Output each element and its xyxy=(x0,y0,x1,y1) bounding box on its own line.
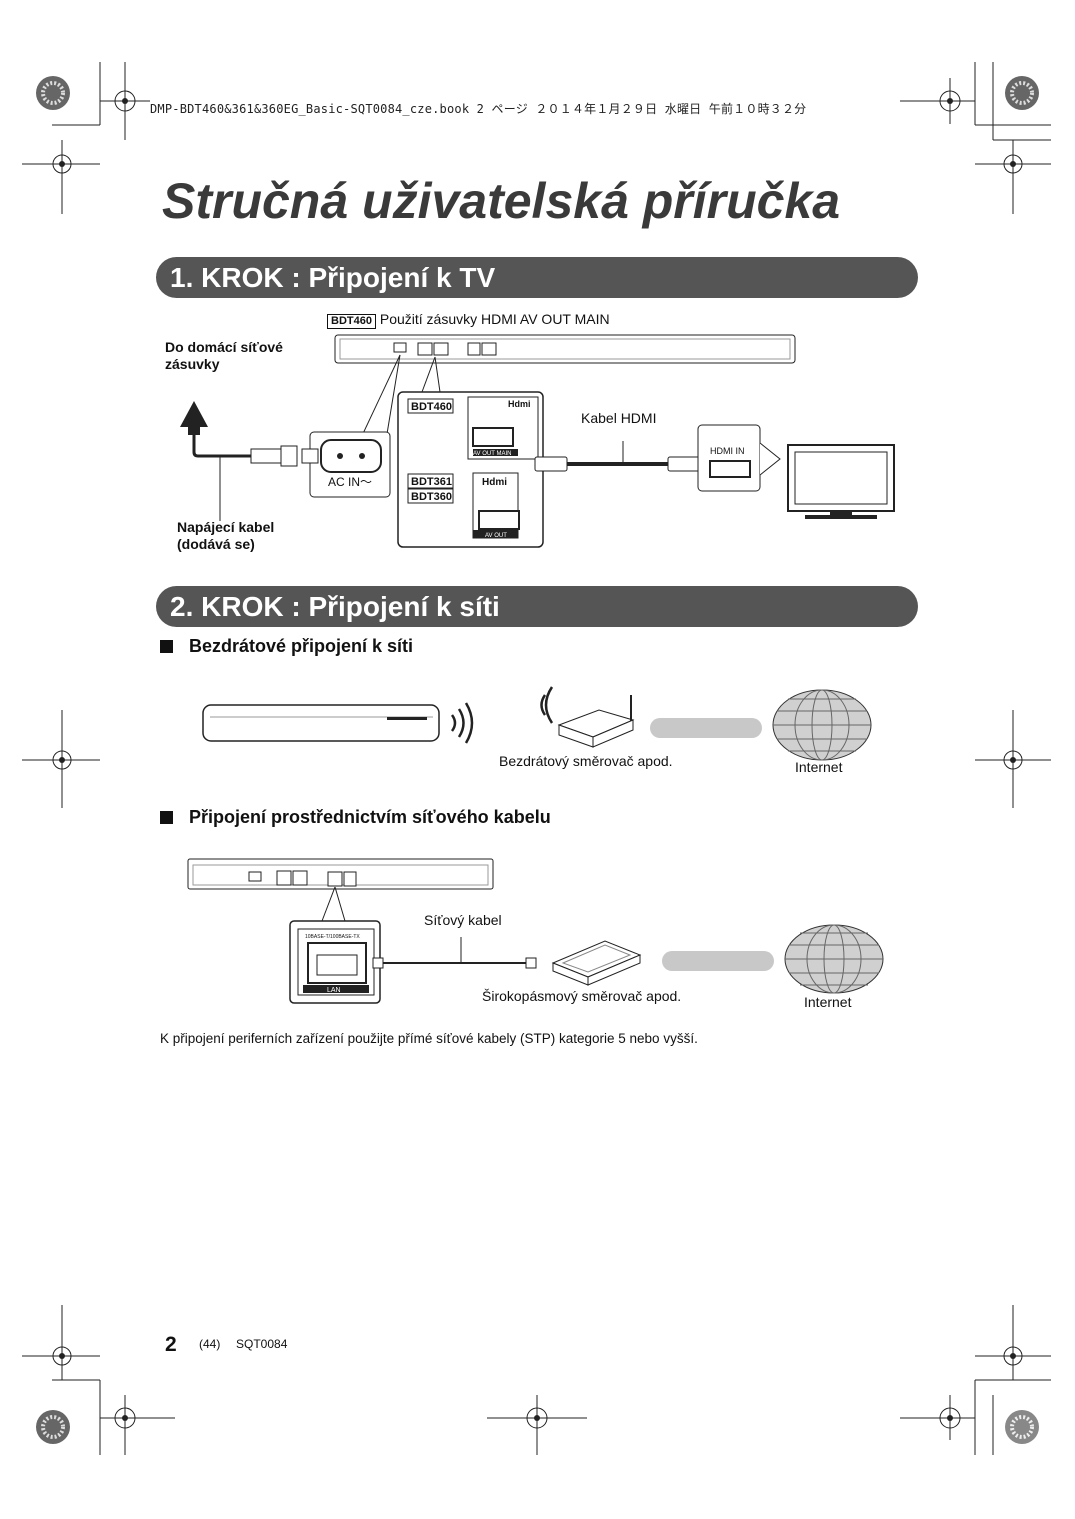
lan-label: LAN xyxy=(327,987,341,994)
player-icon xyxy=(202,704,440,742)
wireless-router-icon xyxy=(540,686,635,748)
connection-pill xyxy=(650,718,762,738)
broadband-router-label: Širokopásmový směrovač apod. xyxy=(482,988,682,1004)
av-out-main-label: AV OUT MAIN xyxy=(473,451,511,457)
wired-internet-label: Internet xyxy=(804,994,852,1010)
wireless-heading-text: Bezdrátové připojení k síti xyxy=(189,636,414,656)
port-top-label: 10BASE-T/100BASE-TX xyxy=(305,934,360,940)
hdmi-in-panel-icon xyxy=(697,424,781,492)
connection-pill xyxy=(662,951,774,971)
wireless-heading: Bezdrátové připojení k síti xyxy=(160,636,413,657)
player-rear-icon xyxy=(334,334,796,364)
panel-tag-bdt460: BDT460 xyxy=(411,401,452,413)
hdmi-logo: Hdmi xyxy=(508,399,531,409)
player-rear-icon xyxy=(187,858,494,922)
model-note-text: Použití zásuvky HDMI AV OUT MAIN xyxy=(379,311,610,327)
panel-tag-bdt360: BDT360 xyxy=(411,491,452,503)
av-out-label: AV OUT xyxy=(485,533,507,539)
ac-in-socket-icon xyxy=(309,431,391,498)
page-number-alt: (44) xyxy=(199,1337,221,1351)
wired-heading: Připojení prostřednictvím síťového kabel… xyxy=(160,807,551,828)
step1-heading: 1. KROK : Připojení k TV xyxy=(156,257,918,298)
wifi-signal-icon xyxy=(450,702,474,744)
hdmi-panel-icon xyxy=(397,391,544,548)
hdmi-cable-label: Kabel HDMI xyxy=(581,410,657,426)
lan-port-panel-icon xyxy=(289,920,381,1004)
power-plug-icon xyxy=(180,401,319,521)
doc-code: SQT0084 xyxy=(236,1337,288,1351)
outlet-label: Do domácí síťové zásuvky xyxy=(165,339,283,372)
print-header: DMP-BDT460&361&360EG_Basic-SQT0084_cze.b… xyxy=(150,102,807,116)
model-note: BDT460 Použití zásuvky HDMI AV OUT MAIN xyxy=(327,311,610,329)
model-tag: BDT460 xyxy=(327,314,376,329)
bullet-square-icon xyxy=(160,811,173,824)
page-title: Stručná uživatelská příručka xyxy=(162,173,841,229)
network-cable-icon xyxy=(372,937,537,969)
hdmi-logo-2: Hdmi xyxy=(482,477,507,488)
wireless-internet-label: Internet xyxy=(795,759,843,775)
wired-diagram: 10BASE-T/100BASE-TX LAN xyxy=(187,858,884,1004)
wired-heading-text: Připojení prostřednictvím síťového kabel… xyxy=(189,807,551,827)
page-number: 2 xyxy=(165,1333,177,1356)
wireless-router-label: Bezdrátový směrovač apod. xyxy=(499,753,673,769)
tv-icon xyxy=(787,444,895,519)
step2-heading: 2. KROK : Připojení k síti xyxy=(156,586,918,627)
globe-icon xyxy=(784,924,884,994)
broadband-router-icon xyxy=(551,940,642,986)
globe-icon xyxy=(772,689,872,761)
bullet-square-icon xyxy=(160,640,173,653)
footnote: K připojení periferních zařízení použijt… xyxy=(160,1031,698,1046)
tv-connection-diagram: AC IN～ BDT460 BDT361 BDT360 Hdmi Hdmi AV… xyxy=(180,334,895,548)
panel-tag-bdt361: BDT361 xyxy=(411,476,452,488)
registration-target-icon xyxy=(36,76,1039,1444)
network-cable-label: Síťový kabel xyxy=(424,912,502,928)
hdmi-in-label: HDMI IN xyxy=(710,446,745,456)
hdmi-cable-icon xyxy=(534,441,701,472)
ac-in-label: AC IN～ xyxy=(328,475,372,489)
wireless-diagram xyxy=(202,686,872,761)
power-cable-label: Napájecí kabel (dodává se) xyxy=(177,519,275,552)
